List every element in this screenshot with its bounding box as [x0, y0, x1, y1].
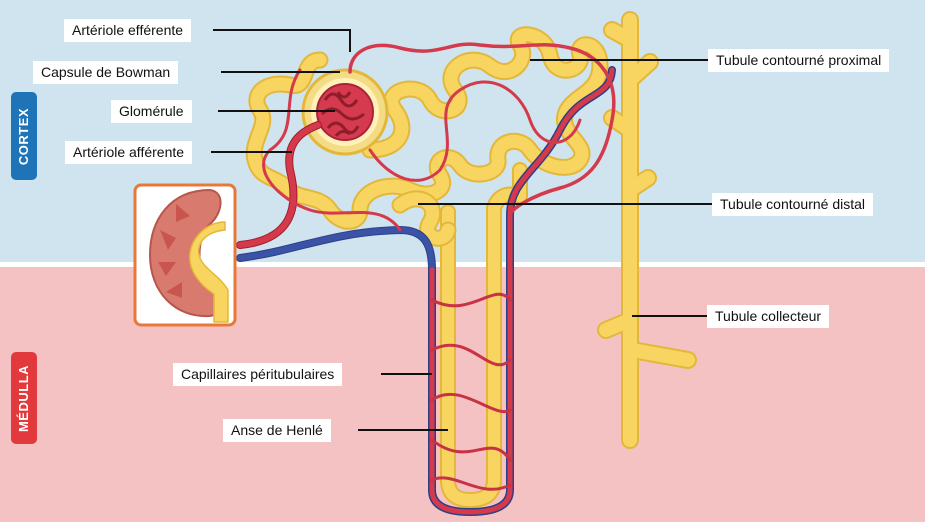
cortex-tag: CORTEX	[11, 92, 37, 180]
label-arteriole-efferente: Artériole efférente	[64, 19, 191, 42]
medulla-tag-label: MÉDULLA	[17, 364, 32, 431]
label-tubule-proximal: Tubule contourné proximal	[708, 49, 889, 72]
label-tubule-distal: Tubule contourné distal	[712, 193, 873, 216]
label-anse-henle: Anse de Henlé	[223, 419, 331, 442]
label-tubule-collecteur: Tubule collecteur	[707, 305, 829, 328]
kidney-inset	[135, 185, 235, 325]
cortex-tag-label: CORTEX	[17, 107, 32, 164]
label-glomerule: Glomérule	[111, 100, 192, 123]
label-capsule-bowman: Capsule de Bowman	[33, 61, 178, 84]
label-capillaires: Capillaires péritubulaires	[173, 363, 342, 386]
label-arteriole-afferente: Artériole afférente	[65, 141, 192, 164]
medulla-tag: MÉDULLA	[11, 352, 37, 444]
